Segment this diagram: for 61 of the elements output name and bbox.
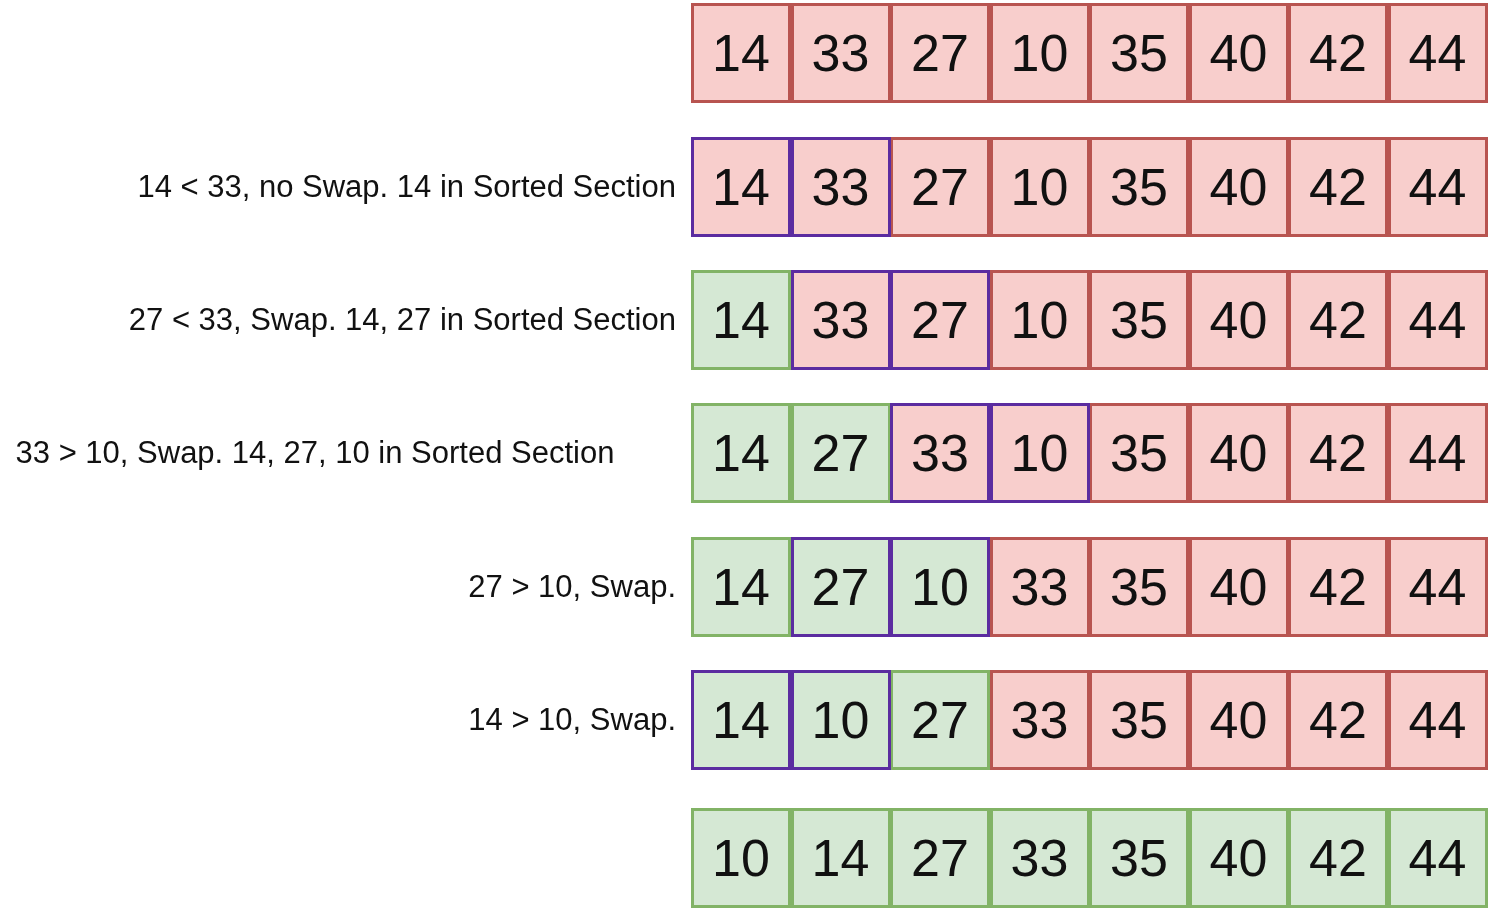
array-cell: 42 xyxy=(1288,808,1388,908)
array-cell: 35 xyxy=(1089,137,1189,237)
array-cell: 27 xyxy=(890,670,990,770)
array-cell: 14 xyxy=(691,670,791,770)
array-cell: 10 xyxy=(890,537,990,637)
array-cell: 10 xyxy=(989,137,1090,237)
array-cell: 44 xyxy=(1387,403,1488,503)
array-cell: 44 xyxy=(1387,137,1488,237)
array-cell: 44 xyxy=(1387,808,1488,908)
array-cell: 14 xyxy=(691,3,791,103)
array-cell: 27 xyxy=(790,403,891,503)
array-cell: 33 xyxy=(890,403,990,503)
array-cell: 27 xyxy=(890,3,990,103)
array-cell: 40 xyxy=(1188,537,1289,637)
array-cell: 27 xyxy=(890,137,990,237)
array-cell: 42 xyxy=(1288,137,1388,237)
array-cell: 27 xyxy=(890,270,990,370)
array-cell: 40 xyxy=(1188,403,1289,503)
array-cell: 40 xyxy=(1188,808,1289,908)
array-cell: 35 xyxy=(1089,670,1189,770)
array-cell: 10 xyxy=(989,270,1090,370)
array-cell: 40 xyxy=(1188,270,1289,370)
array-cell: 10 xyxy=(691,808,791,908)
array-cell: 10 xyxy=(989,3,1090,103)
array-cell: 35 xyxy=(1089,537,1189,637)
array-cell: 10 xyxy=(790,670,891,770)
array-cell: 42 xyxy=(1288,403,1388,503)
step-description: 27 > 10, Swap. xyxy=(468,567,676,606)
array-cell: 40 xyxy=(1188,3,1289,103)
array-cell: 40 xyxy=(1188,670,1289,770)
array-cell: 42 xyxy=(1288,670,1388,770)
array-cell: 35 xyxy=(1089,3,1189,103)
array-cell: 14 xyxy=(691,270,791,370)
array-cell: 44 xyxy=(1387,270,1488,370)
array-cell: 33 xyxy=(790,3,891,103)
array-cell: 33 xyxy=(790,270,891,370)
array-cell: 27 xyxy=(790,537,891,637)
array-cell: 14 xyxy=(691,537,791,637)
array-cell: 27 xyxy=(890,808,990,908)
array-cell: 33 xyxy=(989,537,1090,637)
step-description: 14 < 33, no Swap. 14 in Sorted Section xyxy=(137,167,676,206)
array-cell: 14 xyxy=(790,808,891,908)
array-cell: 42 xyxy=(1288,270,1388,370)
array-cell: 44 xyxy=(1387,3,1488,103)
step-description: 33 > 10, Swap. 14, 27, 10 in Sorted Section xyxy=(15,433,615,472)
array-cell: 33 xyxy=(989,808,1090,908)
array-cell: 33 xyxy=(790,137,891,237)
array-cell: 35 xyxy=(1089,808,1189,908)
array-cell: 44 xyxy=(1387,670,1488,770)
array-cell: 14 xyxy=(691,137,791,237)
array-cell: 42 xyxy=(1288,3,1388,103)
step-description: 27 < 33, Swap. 14, 27 in Sorted Section xyxy=(128,300,676,339)
array-cell: 35 xyxy=(1089,403,1189,503)
array-cell: 35 xyxy=(1089,270,1189,370)
step-description: 14 > 10, Swap. xyxy=(468,700,676,739)
array-cell: 10 xyxy=(989,403,1090,503)
array-cell: 40 xyxy=(1188,137,1289,237)
array-cell: 42 xyxy=(1288,537,1388,637)
array-cell: 14 xyxy=(691,403,791,503)
array-cell: 33 xyxy=(989,670,1090,770)
array-cell: 44 xyxy=(1387,537,1488,637)
